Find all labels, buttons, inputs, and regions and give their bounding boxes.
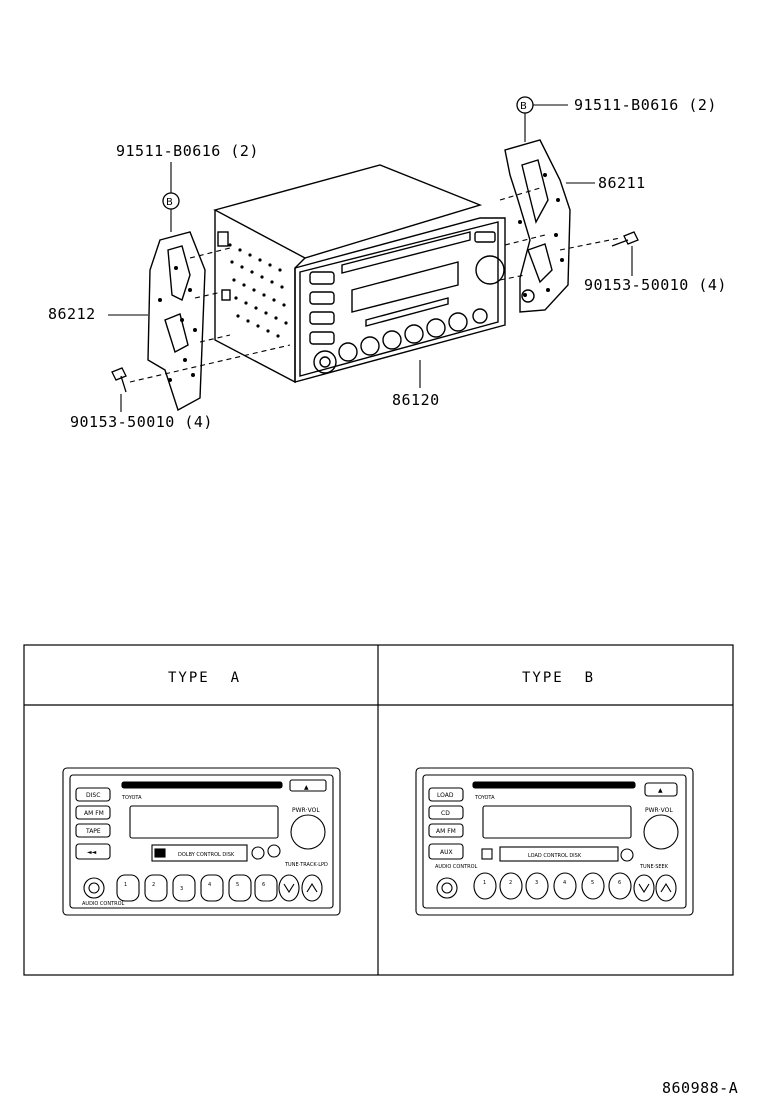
callout-bracket-86211: 86211 [598, 174, 646, 192]
svg-text:6: 6 [618, 880, 621, 886]
type-table [23, 644, 734, 976]
callout-radio-unit: 86120 [392, 391, 440, 409]
callout-screw-b-left: 91511-B0616 (2) [116, 142, 259, 160]
type-b-title: TYPE B [522, 670, 596, 686]
bolt-left [111, 367, 127, 393]
bracket-86211 [504, 139, 571, 313]
svg-text:TUNE·SEEK: TUNE·SEEK [639, 864, 669, 870]
svg-text:PWR·VOL: PWR·VOL [645, 807, 673, 814]
svg-text:2: 2 [152, 882, 155, 888]
svg-text:AM FM: AM FM [436, 828, 456, 835]
svg-text:DISC: DISC [86, 792, 100, 799]
svg-text:TUNE·TRACK·LPD: TUNE·TRACK·LPD [284, 862, 328, 868]
svg-text:PWR·VOL: PWR·VOL [292, 807, 320, 814]
ref-b-left: B [166, 197, 173, 208]
svg-text:3: 3 [535, 880, 538, 886]
svg-text:▲: ▲ [658, 787, 663, 794]
svg-text:1: 1 [124, 882, 127, 888]
radio-unit-86120 [213, 164, 506, 384]
svg-text:5: 5 [236, 882, 239, 888]
callout-screw-b-right: 91511-B0616 (2) [574, 96, 717, 114]
callout-bracket-86212: 86212 [48, 305, 96, 323]
svg-text:AM FM: AM FM [84, 810, 104, 817]
svg-text:AUX: AUX [440, 849, 453, 856]
svg-text:LOAD CONTROL DISK: LOAD CONTROL DISK [528, 853, 582, 859]
svg-text:▲: ▲ [304, 784, 309, 791]
callout-bolt-left: 90153-50010 (4) [70, 413, 213, 431]
diagram-id: 860988-A [662, 1079, 739, 1097]
svg-text:AUDIO CONTROL: AUDIO CONTROL [435, 864, 478, 870]
faceplate-type-a [62, 767, 341, 916]
faceplate-type-a-text: TOYOTA DISC AM FM TAPE ◄◄ ▲ PWR·VOL DOLB… [82, 784, 328, 907]
svg-text:3: 3 [180, 886, 183, 892]
svg-text:◄◄: ◄◄ [87, 849, 97, 856]
faceplate-type-b-text: TOYOTA LOAD CD AM FM AUX ▲ PWR·VOL LOAD … [435, 787, 673, 886]
faceplate-type-b [415, 767, 694, 916]
svg-text:TOYOTA: TOYOTA [121, 795, 142, 801]
ref-b-right: B [520, 101, 527, 112]
svg-text:5: 5 [591, 880, 594, 886]
svg-text:1: 1 [483, 880, 486, 886]
svg-text:LOAD: LOAD [437, 792, 454, 799]
svg-text:6: 6 [262, 882, 265, 888]
svg-text:TAPE: TAPE [85, 828, 101, 835]
svg-text:DOLBY CONTROL DISK: DOLBY CONTROL DISK [178, 852, 235, 858]
svg-text:AUDIO CONTROL: AUDIO CONTROL [82, 901, 125, 907]
svg-text:TOYOTA: TOYOTA [474, 795, 495, 801]
callout-bolt-right: 90153-50010 (4) [584, 276, 727, 294]
svg-text:CD: CD [441, 810, 450, 817]
leader-lines [108, 104, 633, 412]
svg-text:4: 4 [563, 880, 566, 886]
type-a-title: TYPE A [168, 670, 242, 686]
svg-text:2: 2 [509, 880, 512, 886]
bracket-86212 [147, 231, 206, 412]
bolt-right [611, 231, 639, 247]
svg-text:4: 4 [208, 882, 211, 888]
